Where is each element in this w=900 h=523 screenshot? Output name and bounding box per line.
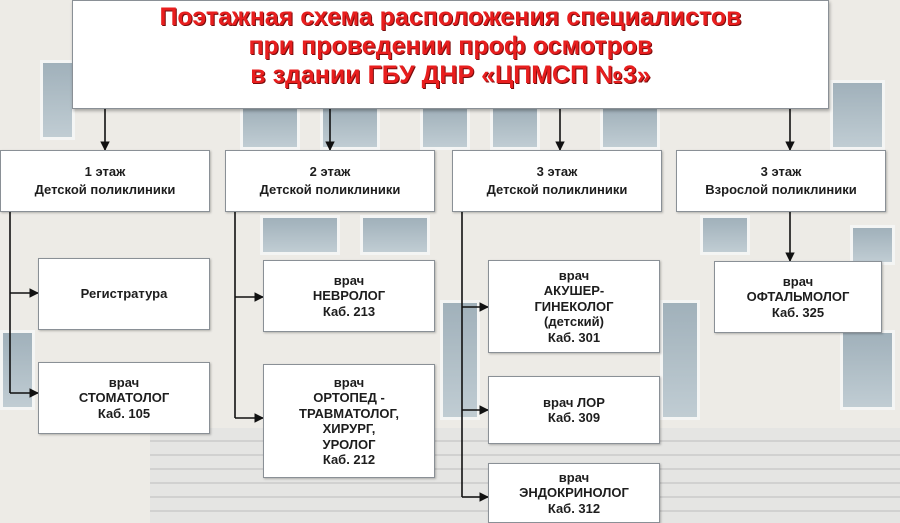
node-line: врач [333,374,365,390]
floor-number: 2 этаж [309,164,351,179]
node-line: Регистратура [80,286,168,302]
node-line: АКУШЕР- [543,283,605,299]
node-line: ОФТАЛЬМОЛОГ [746,289,850,305]
node-line: ОРТОПЕД - [313,390,385,405]
node-ophthalmologist: врач ОФТАЛЬМОЛОГ Каб. 325 [714,261,882,333]
node-line: ГИНЕКОЛОГ [534,298,614,314]
floor-building: Взрослой поликлиники [705,182,857,197]
node-ent: врач ЛОР Каб. 309 [488,376,660,444]
floor-node-1: 1 этаж Детской поликлиники [0,150,210,212]
floor-node-2: 2 этаж Детской поликлиники [225,150,435,212]
node-line: Каб. 212 [322,452,376,467]
node-line: врач [558,469,590,485]
floor-node-3-adults: 3 этаж Взрослой поликлиники [676,150,886,212]
title-line-2: при проведении проф осмотров [248,32,653,60]
node-line: УРОЛОГ [322,436,376,452]
node-line: Каб. 301 [547,329,601,345]
node-line: СТОМАТОЛОГ [78,390,170,406]
node-line: НЕВРОЛОГ [312,288,386,304]
node-line: врач [108,374,140,390]
node-line: ЭНДОКРИНОЛОГ [519,485,629,501]
floor-building: Детской поликлиники [34,182,176,197]
node-neurologist: врач НЕВРОЛОГ Каб. 213 [263,260,435,332]
node-line: Каб. 213 [322,303,376,319]
floor-building: Детской поликлиники [486,182,628,197]
floor-number: 1 этаж [84,164,126,179]
node-endocrinologist: врач ЭНДОКРИНОЛОГ Каб. 312 [488,463,660,523]
node-gynecologist: врач АКУШЕР- ГИНЕКОЛОГ (детский) Каб. 30… [488,260,660,353]
diagram-title: Поэтажная схема расположения специалисто… [72,0,829,109]
node-line: врач [558,267,590,283]
floor-node-3-children: 3 этаж Детской поликлиники [452,150,662,212]
node-line: ХИРУРГ, [322,421,376,436]
node-line: (детский) [544,314,604,330]
node-dentist: врач СТОМАТОЛОГ Каб. 105 [38,362,210,434]
node-orthopedist: врач ОРТОПЕД - ТРАВМАТОЛОГ, ХИРУРГ, УРОЛ… [263,364,435,478]
title-line-3: в здании ГБУ ДНР «ЦПМСП №3» [250,61,651,89]
title-line-1: Поэтажная схема расположения специалисто… [159,3,742,31]
node-line: Каб. 309 [547,410,601,425]
node-line: Каб. 105 [97,405,151,421]
floor-number: 3 этаж [760,164,802,179]
node-line: Каб. 325 [771,304,825,320]
node-line: ТРАВМАТОЛОГ, [299,405,399,421]
node-line: врач [333,272,365,288]
node-line: врач [782,273,814,289]
floor-building: Детской поликлиники [259,182,401,197]
floor-number: 3 этаж [536,164,578,179]
node-line: Каб. 312 [547,500,601,516]
node-registry: Регистратура [38,258,210,330]
node-line: врач ЛОР [543,394,605,410]
